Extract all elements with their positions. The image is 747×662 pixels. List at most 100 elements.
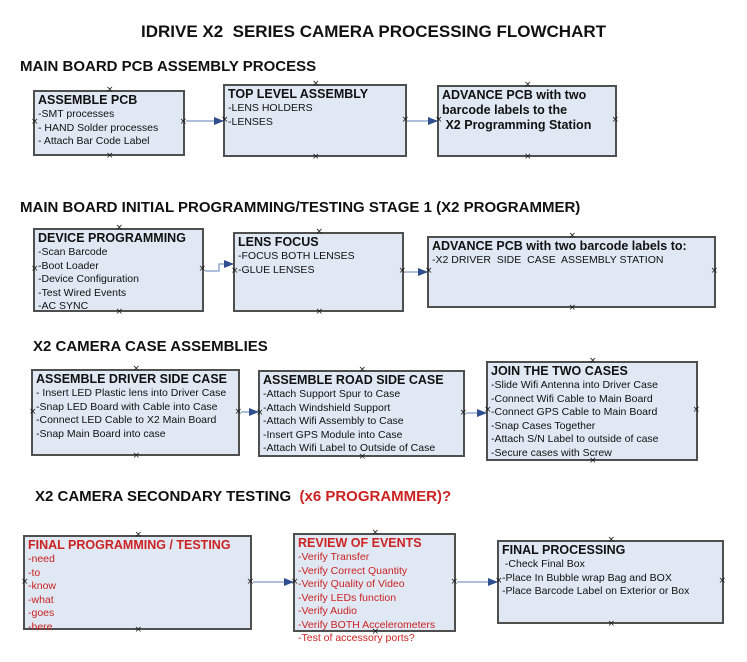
section-header-pcb-assembly: MAIN BOARD PCB ASSEMBLY PROCESS xyxy=(20,58,317,75)
box-item: -Test of accessory ports? xyxy=(298,632,415,644)
connector-handle-icon: × xyxy=(312,79,320,89)
box-item: -X2 DRIVER SIDE CASE ASSEMBLY STATION xyxy=(432,254,664,266)
connector-handle-icon: × xyxy=(31,117,39,127)
box-item: -Verify Correct Quantity xyxy=(298,564,408,577)
box-advance-pcb-driver-side-station: × × × × ADVANCE PCB with two barcode labels… xyxy=(425,232,718,313)
box-item: -Device Configuration xyxy=(38,273,139,285)
connector-handle-icon: × xyxy=(234,406,242,417)
connector-handle-icon: × xyxy=(198,264,206,274)
box-device-programming: ×××× DEVICE PROGRAMMING -Scan Barcode -B… xyxy=(31,224,206,317)
box-items: -SMT processes - HAND Solder processes -… xyxy=(38,108,180,149)
box-item: - Attach Bar Code Label xyxy=(38,135,150,147)
box-items: -need -to -know -what -goes -here xyxy=(28,553,247,634)
box-item: -Scan Barcode xyxy=(38,246,108,258)
box-item: -Slide Wifi Antenna into Driver Case xyxy=(491,379,658,391)
box-title: LENS FOCUS xyxy=(238,235,319,249)
box-items: -Check Final Box -Place In Bubble wrap B… xyxy=(502,558,719,599)
box-item: -Place Barcode Label on Exterior or Box xyxy=(502,585,690,597)
connector-handle-icon: × xyxy=(568,231,577,241)
connector-handle-icon: × xyxy=(611,115,619,125)
connector-handle-icon: × xyxy=(315,307,324,317)
section-header-case-assemblies: X2 CAMERA CASE ASSEMBLIES xyxy=(33,338,268,355)
connector-handle-icon: × xyxy=(132,451,141,461)
connector-handle-icon: × xyxy=(524,80,532,90)
page-title: IDRIVE X2 SERIES CAMERA PROCESSING FLOWC… xyxy=(140,22,607,41)
connector-handle-icon: × xyxy=(132,364,141,374)
box-item: -Place In Bubble wrap Bag and BOX xyxy=(502,571,672,584)
box-item: - Insert LED Plastic lens into Driver Ca… xyxy=(36,387,227,399)
box-title: JOIN THE TWO CASES xyxy=(491,364,628,378)
connector-handle-icon: × xyxy=(568,303,577,313)
box-item: -Verify BOTH Accelerometers xyxy=(298,618,436,631)
box-item: -Verify Transfer xyxy=(298,551,370,563)
box-item: -Attach S/N Label to outside of case xyxy=(491,433,659,445)
connector-handle-icon: × xyxy=(459,407,467,418)
box-title: DEVICE PROGRAMMING xyxy=(38,231,186,245)
box-item: -Snap LED Board with Cable into Case xyxy=(36,400,218,413)
section-header-secondary-testing-label: X2 CAMERA SECONDARY TESTING xyxy=(35,488,296,505)
box-item: -Connect Wifi Cable to Main Board xyxy=(491,392,653,405)
box-items: -Attach Support Spur to Case -Attach Win… xyxy=(263,388,460,456)
section-header-programmer-question: (x6 PROGRAMMER)? xyxy=(295,488,452,505)
box-item: -SMT processes xyxy=(38,108,115,120)
box-title: TOP LEVEL ASSEMBLY xyxy=(228,87,369,101)
box-final-programming-testing: ×××× FINAL PROGRAMMING / TESTING -need -… xyxy=(21,531,254,635)
box-item: -Snap Cases Together xyxy=(491,419,596,432)
connector-handle-icon: × xyxy=(450,576,458,587)
connector-handle-icon: × xyxy=(718,576,726,586)
box-item: -LENSES xyxy=(228,115,273,128)
box-title: ASSEMBLE ROAD SIDE CASE xyxy=(263,373,444,387)
box-top-level-assembly: ×××× TOP LEVEL ASSEMBLY -LENS HOLDERS -L… xyxy=(221,80,409,162)
box-item: -AC SYNC xyxy=(38,300,89,312)
connector-handle-icon: × xyxy=(710,266,718,276)
box-items: -Slide Wifi Antenna into Driver Case -Co… xyxy=(491,379,693,460)
box-title: REVIEW OF EVENTS xyxy=(298,536,422,550)
box-item: -Check Final Box xyxy=(502,558,585,570)
box-advance-pcb-programming-station: ×××× ADVANCE PCB with two barcode labels… xyxy=(435,81,619,162)
box-item: -Test Wired Events xyxy=(38,286,127,299)
box-item: -Insert GPS Module into Case xyxy=(263,428,403,441)
box-assemble-driver-side-case: × × × × ASSEMBLE DRIVER SIDE CASE - Insert … xyxy=(29,365,242,461)
box-item: -Connect GPS Cable to Main Board xyxy=(491,406,658,418)
connector-handle-icon: × xyxy=(312,152,320,162)
box-title: ADVANCE PCB with two barcode labels to: xyxy=(432,239,687,253)
box-item: -Verify Audio xyxy=(298,605,357,617)
connector-handle-icon: × xyxy=(589,456,597,466)
connector-handle-icon: × xyxy=(315,227,324,237)
box-title: ASSEMBLE DRIVER SIDE CASE xyxy=(36,372,228,386)
box-assemble-road-side-case: ×××× ASSEMBLE ROAD SIDE CASE -Attach Sup… xyxy=(256,366,467,462)
box-title: ADVANCE PCB with two barcode labels to t… xyxy=(442,88,592,132)
connector-handle-icon: × xyxy=(484,405,492,415)
connector-handle-icon: × xyxy=(495,576,503,586)
box-item: -know xyxy=(28,580,57,592)
connector-handle-icon: × xyxy=(607,535,616,545)
box-assemble-pcb: ×××× ASSEMBLE PCB -SMT processes - HAND … xyxy=(31,86,187,161)
box-item: -Attach Support Spur to Case xyxy=(263,388,401,400)
box-item: -Attach Wifi Assembly to Case xyxy=(263,415,404,427)
connector-handle-icon: × xyxy=(291,576,299,587)
box-join-the-two-cases: ×××× JOIN THE TWO CASES -Slide Wifi Ante… xyxy=(484,357,700,466)
box-items: - Insert LED Plastic lens into Driver Ca… xyxy=(36,387,235,441)
connector-handle-icon: × xyxy=(692,405,700,415)
box-item: -Verify LEDs function xyxy=(298,591,397,604)
box-review-of-events: ×××× REVIEW OF EVENTS -Verify Transfer -… xyxy=(291,529,458,645)
box-item: - HAND Solder processes xyxy=(38,121,159,134)
connector-handle-icon: × xyxy=(21,576,29,587)
connector-handle-icon: × xyxy=(371,528,380,538)
box-item: -Secure cases with Screw xyxy=(491,446,612,459)
box-title: FINAL PROGRAMMING / TESTING xyxy=(28,538,231,552)
connector-handle-icon: × xyxy=(29,406,37,417)
box-item: -FOCUS BOTH LENSES xyxy=(238,250,355,262)
connector-handle-icon: × xyxy=(115,307,124,317)
section-header-secondary-testing: X2 CAMERA SECONDARY TESTING (x6 PROGRAMM… xyxy=(35,488,451,505)
box-items: -X2 DRIVER SIDE CASE ASSEMBLY STATION xyxy=(432,254,711,268)
box-item: -what xyxy=(28,593,54,606)
box-items: -LENS HOLDERS -LENSES xyxy=(228,102,402,129)
box-item: -Verify Quality of Video xyxy=(298,578,405,590)
connector-handle-icon: × xyxy=(221,114,229,125)
box-items: -Verify Transfer -Verify Correct Quantit… xyxy=(298,551,451,646)
connector-handle-icon: × xyxy=(358,365,367,375)
connector-handle-icon: × xyxy=(425,266,433,276)
connector-handle-icon: × xyxy=(398,266,406,276)
box-item: -need xyxy=(28,553,55,565)
